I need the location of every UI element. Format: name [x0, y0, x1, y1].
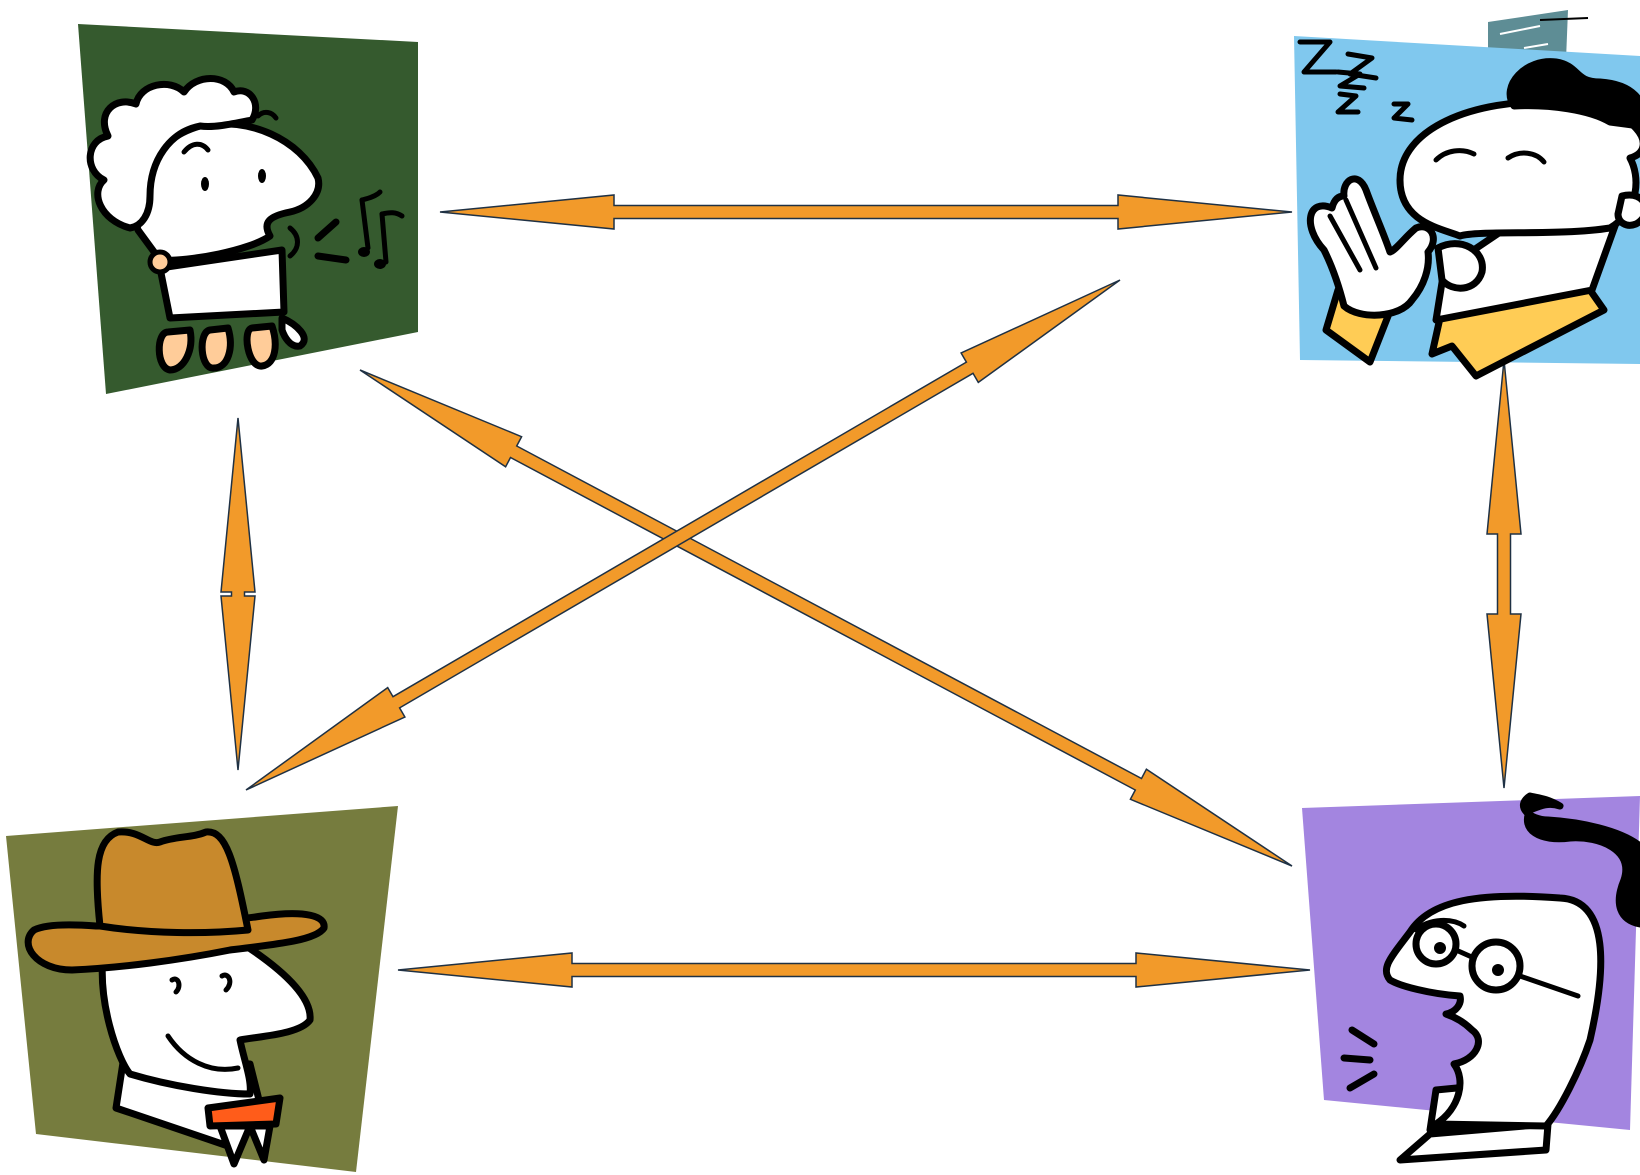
arrow-yawner-cowboy: [245, 279, 1121, 791]
talking-person-with-glasses-icon: [1340, 792, 1640, 1164]
arrows-layer: [220, 194, 1522, 988]
node-singer: [78, 24, 418, 394]
singing-person-icon: [86, 75, 405, 374]
arrow-singer-cowboy: [220, 417, 256, 771]
arrow-singer-talker: [359, 369, 1293, 867]
arrow-singer-yawner: [439, 194, 1293, 230]
node-yawner: [1294, 10, 1640, 380]
cowboy-person-icon: [24, 828, 328, 1168]
arrow-yawner-talker: [1486, 359, 1522, 789]
yawning-person-icon: [1297, 39, 1640, 380]
node-cowboy: [6, 806, 398, 1172]
node-talker: [1302, 792, 1640, 1164]
arrow-cowboy-talker: [397, 952, 1311, 988]
